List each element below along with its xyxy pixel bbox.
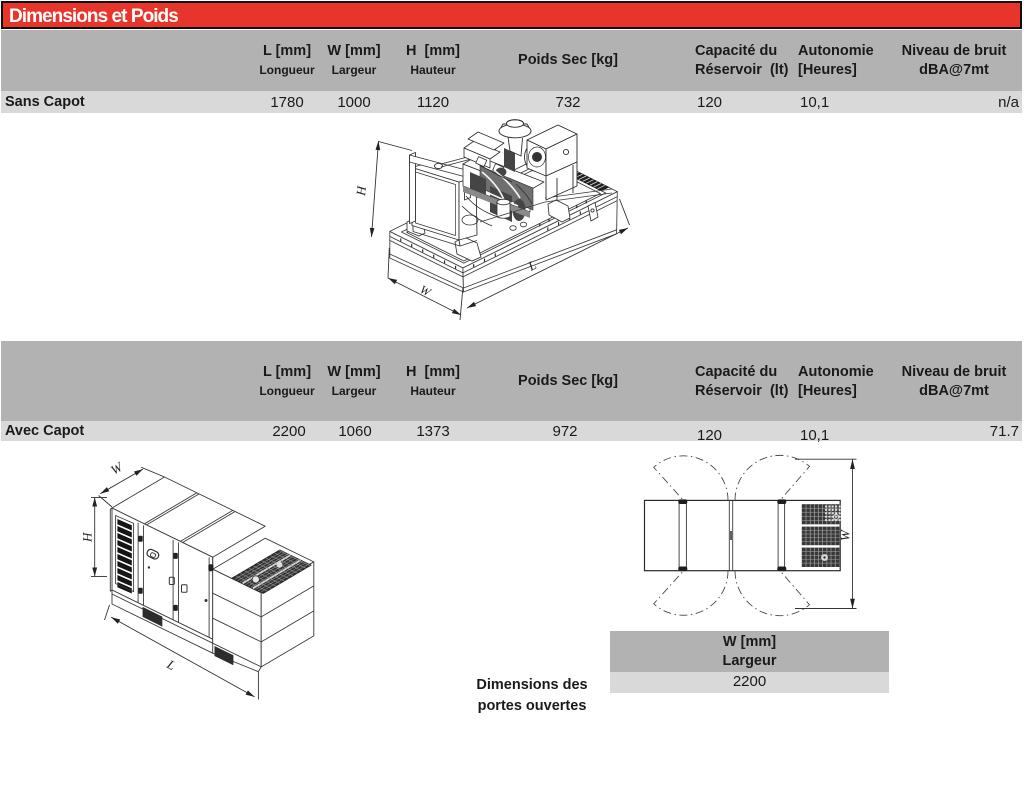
svg-text:H: H: [80, 532, 95, 543]
svg-text:W: W: [418, 282, 434, 299]
svg-text:W: W: [838, 529, 853, 541]
svg-text:W: W: [108, 459, 126, 478]
svg-text:L: L: [164, 656, 178, 673]
svg-text:H: H: [353, 185, 369, 198]
